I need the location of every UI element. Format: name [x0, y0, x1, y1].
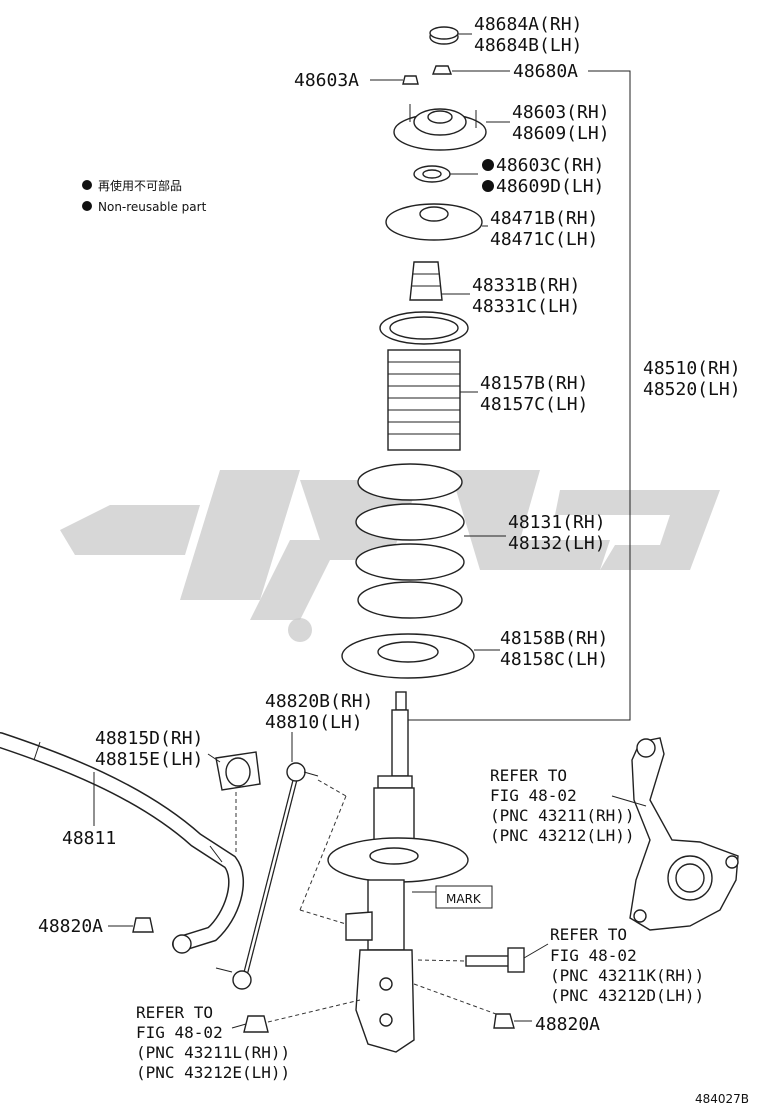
label-48520: 48520(LH) — [643, 379, 741, 400]
label-48158c: 48158C(LH) — [500, 649, 608, 670]
assembly-bracket-line — [408, 70, 631, 721]
ref-note-3-line1: REFER TO — [136, 1003, 213, 1022]
legend: 再使用不可部品 Non-reusable part — [82, 178, 207, 214]
ref-note-1: REFER TO FIG 48-02 (PNC 43211(RH)) (PNC … — [490, 766, 635, 845]
mark-label: MARK — [446, 892, 482, 906]
label-48680a: 48680A — [513, 61, 578, 82]
label-48331b: 48331B(RH) — [472, 275, 580, 296]
part-nut-lower — [231, 999, 361, 1033]
label-48609: 48609(LH) — [512, 123, 610, 144]
part-upper-seat — [385, 203, 488, 241]
label-48603c: 48603C(RH) — [496, 155, 604, 176]
dash-line — [299, 909, 347, 925]
ref-note-3: REFER TO FIG 48-02 (PNC 43211L(RH)) (PNC… — [136, 1003, 290, 1082]
part-nut — [108, 917, 154, 933]
part-cap — [429, 26, 472, 45]
non-reusable-dot-icon — [482, 159, 494, 171]
label-48158b: 48158B(RH) — [500, 628, 608, 649]
ref-note-2-line2: FIG 48-02 — [550, 946, 637, 965]
label-48815e: 48815E(LH) — [95, 749, 203, 770]
non-reusable-dot-icon — [82, 201, 92, 211]
label-48684a: 48684A(RH) — [474, 14, 582, 35]
ref-note-2: REFER TO FIG 48-02 (PNC 43211K(RH)) (PNC… — [550, 925, 704, 1005]
ref-note-2-line3: (PNC 43211K(RH)) — [550, 966, 704, 985]
ref-note-1-line3: (PNC 43211(RH)) — [490, 806, 635, 825]
ref-note-3-line2: FIG 48-02 — [136, 1023, 223, 1042]
part-dust-boot — [379, 311, 478, 451]
label-48815d: 48815D(RH) — [95, 728, 203, 749]
label-48811: 48811 — [62, 828, 116, 849]
non-reusable-dot-icon — [482, 180, 494, 192]
ref-note-2-line1: REFER TO — [550, 925, 627, 944]
non-reusable-dot-icon — [82, 180, 92, 190]
part-bump-stopper — [409, 261, 470, 301]
label-48471c: 48471C(LH) — [490, 229, 598, 250]
part-lower-insulator — [341, 633, 500, 679]
legend-text-en: Non-reusable part — [98, 200, 207, 214]
part-strut-mount — [393, 104, 510, 151]
part-shock-absorber — [327, 691, 469, 1053]
label-48820b: 48820B(RH) — [265, 691, 373, 712]
ref-note-1-line4: (PNC 43212(LH)) — [490, 826, 635, 845]
part-nut — [431, 65, 510, 75]
figure-number: 484027B — [695, 1092, 749, 1106]
part-bolt — [417, 943, 549, 973]
dash-line — [317, 779, 347, 797]
ref-note-1-line2: FIG 48-02 — [490, 786, 577, 805]
ref-note-1-line1: REFER TO — [490, 766, 567, 785]
label-48510: 48510(RH) — [643, 358, 741, 379]
part-nut-small — [370, 75, 419, 85]
mark-box — [435, 885, 493, 909]
label-48820a-left: 48820A — [38, 916, 103, 937]
ref-note-3-line3: (PNC 43211L(RH)) — [136, 1043, 290, 1062]
part-stabilizer-bar — [0, 732, 245, 954]
part-bushing — [207, 751, 261, 791]
part-steering-knuckle — [611, 737, 739, 931]
label-48157b: 48157B(RH) — [480, 373, 588, 394]
label-48609d: 48609D(LH) — [496, 176, 604, 197]
label-48157c: 48157C(LH) — [480, 394, 588, 415]
legend-text-jp: 再使用不可部品 — [98, 178, 182, 193]
part-stabilizer-link — [215, 732, 319, 990]
label-48132: 48132(LH) — [508, 533, 606, 554]
label-48603a: 48603A — [294, 70, 359, 91]
label-48820a-right: 48820A — [535, 1014, 600, 1035]
label-48810: 48810(LH) — [265, 712, 363, 733]
label-48603: 48603(RH) — [512, 102, 610, 123]
label-48471b: 48471B(RH) — [490, 208, 598, 229]
part-coil-spring — [355, 463, 506, 619]
label-48684b: 48684B(LH) — [474, 35, 582, 56]
ref-note-2-line4: (PNC 43212D(LH)) — [550, 986, 704, 1005]
part-bearing — [413, 165, 478, 183]
label-48331c: 48331C(LH) — [472, 296, 580, 317]
part-nut — [413, 983, 532, 1029]
label-48131: 48131(RH) — [508, 512, 606, 533]
ref-note-3-line4: (PNC 43212E(LH)) — [136, 1063, 290, 1082]
